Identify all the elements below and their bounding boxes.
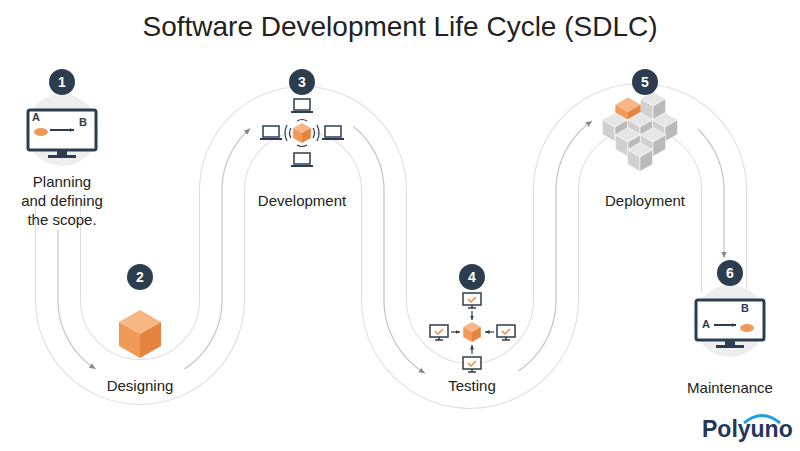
monitor-stand [725,340,735,345]
icon-letter: A [702,318,710,330]
laptop-icon [291,153,313,166]
orange-blob [34,128,48,136]
deploy-cube [627,143,652,172]
stage-label: Development [250,191,354,210]
laptop-icon [322,126,344,139]
test-arrow [471,345,472,354]
stage-node: 6Maintenance [680,258,780,398]
road-connector [518,121,592,371]
monitor-stand [57,150,67,155]
stage-label: Designing [95,376,185,395]
design-cube [119,310,161,358]
road-connector [58,230,96,369]
stage-label: Maintenance [680,378,780,397]
transfer-arrow [714,324,736,326]
monitor-base [716,345,744,348]
icon-letter: B [741,302,749,314]
stage-label: Deployment [592,191,698,210]
stage-node: 2Designing [95,262,185,398]
stage-label: Testing [425,376,519,395]
brand-logo: Polyuno [702,417,793,442]
diagram-title: Software Development Life Cycle (SDLC) [0,11,800,43]
test-monitor [463,293,481,308]
road-surface [58,106,724,386]
monitor-screen [696,300,764,340]
stage-label: Planning and defining the scope. [20,172,105,229]
step-number: 3 [289,69,315,95]
laptop-icon [260,126,282,139]
test-arrow [451,331,460,332]
road-connector [353,127,425,374]
test-arrow [471,311,472,320]
wifi-waves [285,120,319,147]
icon-backdrop [694,285,766,357]
dev-cube [293,123,311,143]
stage-node: 4Testing [425,262,519,398]
icon-letter: A [32,111,40,123]
step-number: 2 [127,264,153,290]
step-number: 5 [632,69,658,95]
road-connector [184,128,250,368]
orange-blob [740,324,754,332]
icon-backdrop [26,94,98,166]
test-arrow [485,331,494,332]
step-number: 1 [49,69,75,95]
road-connector [698,129,724,258]
test-monitor [430,325,448,340]
stage-node: 1Planning and defining the scope. [10,62,114,230]
icon-letter: B [79,116,87,128]
transfer-arrow [50,129,74,131]
road-outline [58,106,724,386]
step-number: 4 [459,264,485,290]
test-cube [463,322,481,342]
monitor-base [48,155,76,158]
step-number: 6 [717,260,743,286]
test-monitor [497,325,515,340]
test-monitor [463,357,481,372]
laptop-icon [291,99,313,112]
stage-node: 5Deployment [592,66,698,210]
stage-node: 3Development [250,66,354,210]
monitor-screen [28,110,96,150]
